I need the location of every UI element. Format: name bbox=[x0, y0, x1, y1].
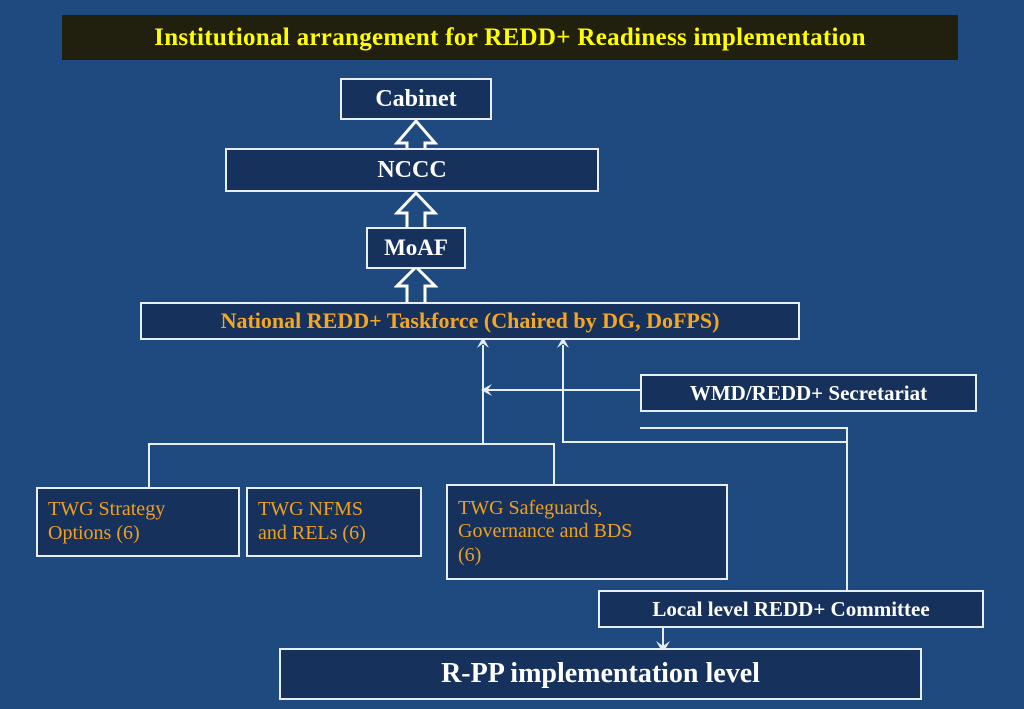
node-rpp-implementation-level[interactable]: R-PP implementation level bbox=[279, 648, 922, 700]
node-twg-strategy-options[interactable]: TWG Strategy Options (6) bbox=[36, 487, 240, 557]
twg-bracket-right-drop bbox=[553, 443, 555, 485]
node-local-level-redd-committee-label: Local level REDD+ Committee bbox=[652, 596, 930, 621]
node-national-redd-taskforce[interactable]: National REDD+ Taskforce (Chaired by DG,… bbox=[140, 302, 800, 340]
node-moaf[interactable]: MoAF bbox=[366, 227, 466, 269]
secretariat-left-arrow-line bbox=[487, 389, 643, 391]
node-moaf-label: MoAF bbox=[384, 235, 448, 261]
node-twg-nfms-rels[interactable]: TWG NFMS and RELs (6) bbox=[246, 487, 422, 557]
page-title-banner: Institutional arrangement for REDD+ Read… bbox=[62, 15, 958, 60]
node-nccc[interactable]: NCCC bbox=[225, 148, 599, 192]
node-nccc-label: NCCC bbox=[377, 156, 447, 183]
node-twg-nfms-rels-label: TWG NFMS and RELs (6) bbox=[258, 498, 366, 544]
page-title: Institutional arrangement for REDD+ Read… bbox=[154, 23, 866, 51]
secretariat-to-taskforce-riser bbox=[562, 345, 564, 443]
secretariat-to-taskforce-arrowhead bbox=[557, 337, 569, 348]
node-wmd-redd-secretariat[interactable]: WMD/REDD+ Secretariat bbox=[640, 374, 977, 412]
node-rpp-implementation-level-label: R-PP implementation level bbox=[441, 658, 760, 690]
local-committee-to-rpp-arrowhead bbox=[656, 641, 670, 653]
node-wmd-redd-secretariat-label: WMD/REDD+ Secretariat bbox=[689, 380, 928, 405]
local-committee-to-rpp-line bbox=[662, 628, 664, 646]
node-local-level-redd-committee[interactable]: Local level REDD+ Committee bbox=[598, 590, 984, 628]
node-cabinet[interactable]: Cabinet bbox=[340, 78, 492, 120]
twg-to-taskforce-riser bbox=[482, 345, 484, 444]
node-twg-safeguards-governance-bds-label: TWG Safeguards, Governance and BDS (6) bbox=[458, 496, 633, 566]
secretariat-riser-corner bbox=[562, 441, 847, 443]
node-twg-safeguards-governance-bds[interactable]: TWG Safeguards, Governance and BDS (6) bbox=[446, 484, 728, 580]
twg-bracket-horizontal bbox=[148, 443, 555, 445]
node-twg-strategy-options-label: TWG Strategy Options (6) bbox=[48, 498, 166, 544]
node-national-redd-taskforce-label: National REDD+ Taskforce (Chaired by DG,… bbox=[220, 308, 720, 334]
node-cabinet-label: Cabinet bbox=[375, 85, 457, 112]
twg-to-taskforce-arrowhead bbox=[477, 337, 489, 348]
secretariat-left-arrowhead bbox=[481, 384, 492, 396]
secretariat-to-local-committee-top bbox=[640, 427, 848, 429]
twg-bracket-left-drop bbox=[148, 443, 150, 488]
secretariat-to-local-committee-line bbox=[846, 427, 848, 591]
